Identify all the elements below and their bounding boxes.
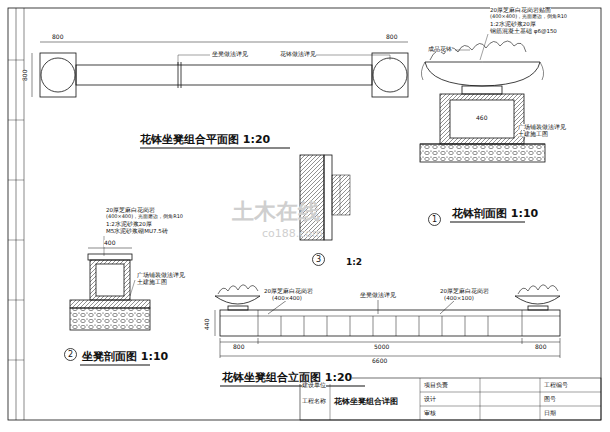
callout-circle: 2 (64, 348, 77, 361)
callout-circle: 1 (428, 213, 441, 226)
note-text: 工程名称 (302, 398, 326, 404)
note-text: 坐凳做法详见 (360, 292, 396, 298)
note-text: 花钵坐凳组合详图 (334, 398, 398, 407)
dimension: 800 (386, 34, 397, 41)
dimension: 400 (104, 240, 115, 247)
dimension: 800 (22, 70, 29, 81)
note-text: 广场铺装做法详见 (137, 272, 185, 278)
note-text: 20厚芝麻白花岗岩 (106, 207, 155, 213)
dimension: 6600 (372, 358, 387, 365)
note-text: 土建施工图 (518, 131, 548, 137)
note-text: (400×400) (272, 295, 302, 301)
view-title: 土木在线 (232, 200, 320, 224)
note-text: 20厚芝麻白花岗岩 (264, 288, 313, 294)
note-text: 1:2水泥砂浆20厚 (490, 21, 536, 27)
view-title: 花钵坐凳组合立面图 1:20 (222, 372, 352, 384)
note-text: 工程编号 (544, 382, 568, 388)
note-text: (400×400)，光面磨边，倒角R10 (106, 214, 183, 220)
dimension: 800 (52, 34, 63, 41)
note-text: M5水泥砂浆砌MU7.5砖 (106, 228, 168, 234)
note-text: (400×400)，光面磨边，倒角R10 (490, 14, 567, 20)
callout-number: 2 (64, 348, 77, 361)
note-text: 日期 (544, 410, 556, 416)
note-text: 花钵做法详见 (280, 51, 316, 57)
note-text: 建设单位 (302, 382, 326, 388)
note-text: (400×100) (444, 295, 474, 301)
view-title: 坐凳剖面图 1:10 (82, 351, 168, 363)
note-text: 20厚芝麻白花岗岩贴面 (490, 7, 551, 13)
note-text: 成品花钵 (428, 46, 452, 52)
note-text: 设计 (424, 396, 436, 402)
note-text: 图号 (544, 396, 556, 402)
note-text: 坐凳做法详见 (212, 51, 248, 57)
note-text: 20厚芝麻白花岗岩 (440, 288, 489, 294)
note-text: 广场铺装做法详见 (518, 124, 566, 130)
note-text: 钢筋混凝土基础 φ6@150 (490, 28, 557, 34)
callout-circle: 3 (312, 253, 325, 266)
note-text: 项目负责 (424, 382, 448, 388)
dimension: 440 (204, 319, 211, 330)
note-text: 1:2 (346, 258, 362, 268)
dimension: 460 (476, 115, 487, 122)
note-text: co188.com (262, 228, 323, 240)
view-title: 花钵坐凳组合平面图 1:20 (140, 134, 270, 146)
callout-number: 3 (312, 253, 325, 266)
dimension: 800 (535, 344, 546, 351)
callout-number: 1 (428, 213, 441, 226)
dimension: 5000 (374, 344, 389, 351)
note-text: 土建施工图 (137, 279, 167, 285)
note-text: 审核 (424, 410, 436, 416)
view-title: 花钵剖面图 1:10 (452, 208, 538, 220)
dimension: 800 (233, 344, 244, 351)
note-text: 1:2水泥砂浆20厚 (106, 221, 152, 227)
